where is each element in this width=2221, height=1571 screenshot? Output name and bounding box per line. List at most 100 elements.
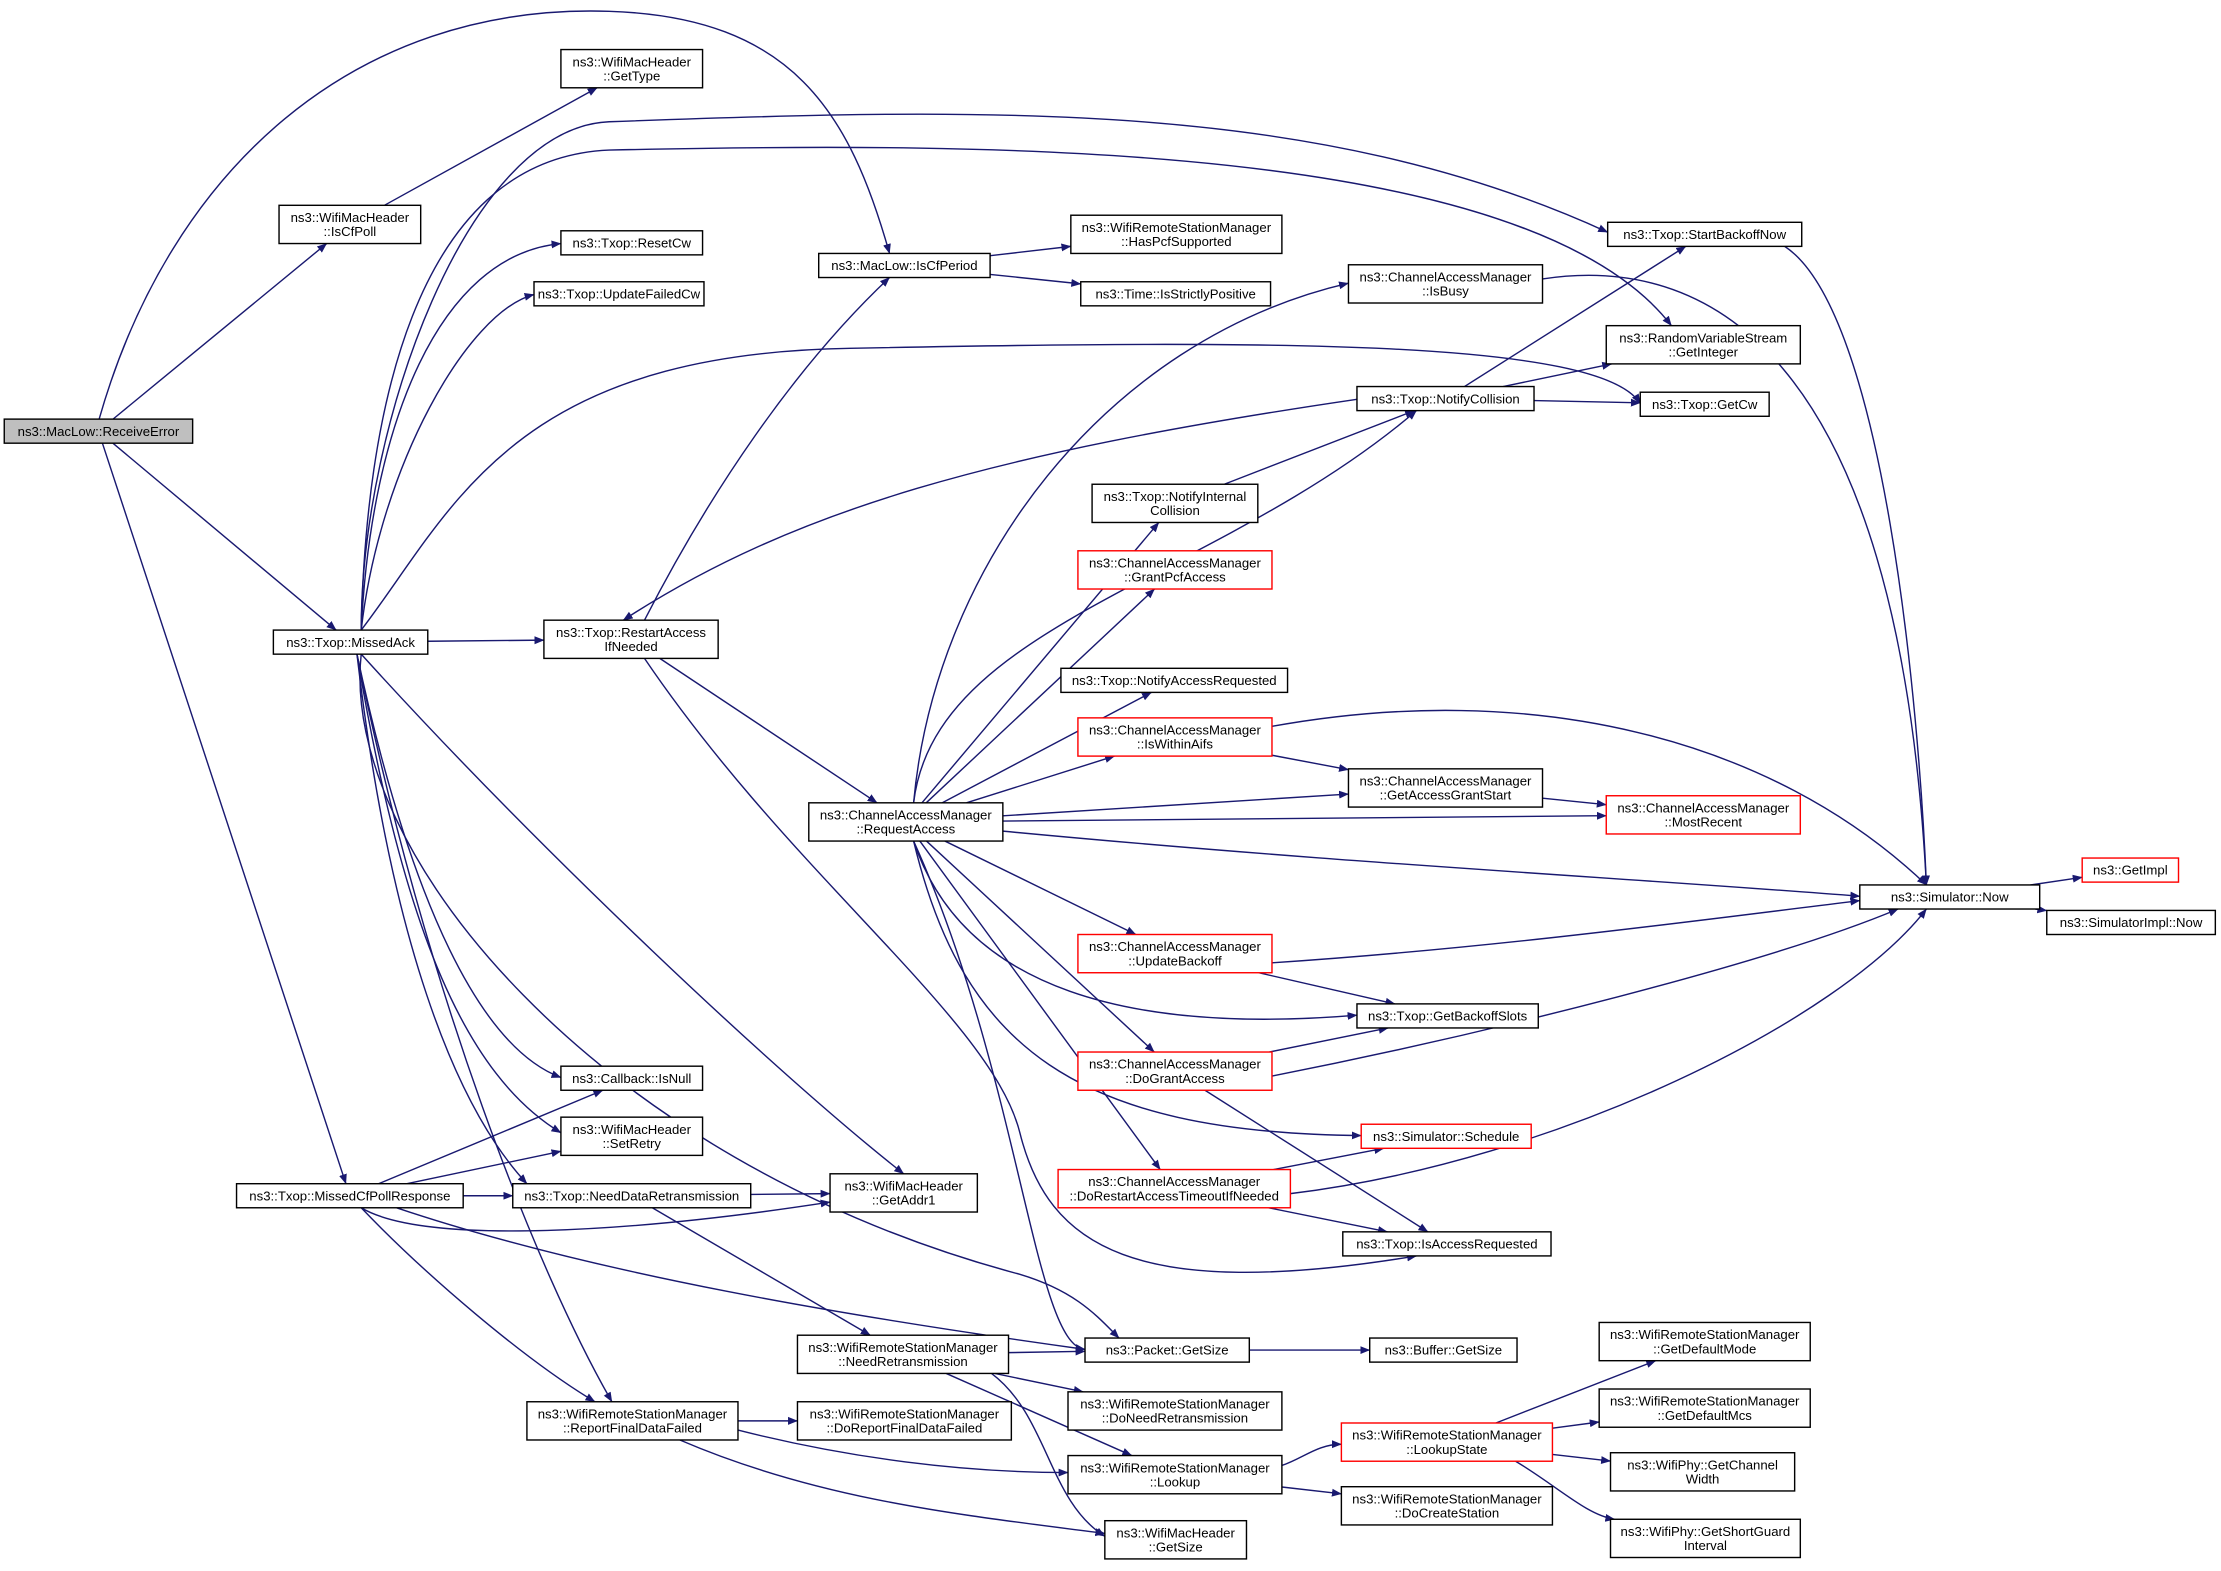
- graph-node-n46[interactable]: ns3::WifiRemoteStationManager::Lookup: [1067, 1454, 1283, 1495]
- graph-node-n19[interactable]: ns3::ChannelAccessManager::RequestAccess: [808, 802, 1004, 842]
- graph-node-n5[interactable]: ns3::MacLow::IsCfPeriod: [818, 252, 991, 279]
- node-box[interactable]: [512, 1182, 752, 1209]
- node-box[interactable]: [1347, 768, 1544, 808]
- node-box[interactable]: [2081, 857, 2180, 883]
- node-box[interactable]: [1609, 1518, 1802, 1559]
- node-box[interactable]: [1606, 221, 1803, 248]
- graph-node-n30[interactable]: ns3::Simulator::Schedule: [1360, 1123, 1532, 1150]
- graph-node-n22[interactable]: ns3::GetImpl: [2081, 857, 2180, 883]
- graph-node-n28[interactable]: ns3::Callback::IsNull: [560, 1065, 704, 1091]
- graph-node-n26[interactable]: ns3::Txop::GetBackoffSlots: [1356, 1003, 1539, 1029]
- graph-node-n32[interactable]: ns3::Txop::NeedDataRetransmission: [512, 1182, 752, 1209]
- graph-node-n15[interactable]: ns3::Txop::MissedAck: [272, 629, 429, 655]
- node-box[interactable]: [1598, 1388, 1811, 1428]
- graph-node-n18[interactable]: ns3::ChannelAccessManager::IsWithinAifs: [1077, 717, 1273, 757]
- node-box[interactable]: [1077, 550, 1273, 590]
- graph-node-n3[interactable]: ns3::Txop::ResetCw: [560, 230, 704, 256]
- node-box[interactable]: [1060, 667, 1289, 694]
- node-box[interactable]: [1070, 214, 1283, 255]
- node-box[interactable]: [1091, 483, 1259, 524]
- node-box[interactable]: [1104, 1519, 1248, 1560]
- node-box[interactable]: [1609, 1452, 1796, 1492]
- graph-node-n37[interactable]: ns3::WifiRemoteStationManager::NeedRetra…: [796, 1334, 1010, 1375]
- node-box[interactable]: [1356, 1003, 1539, 1029]
- graph-node-n7[interactable]: ns3::Time::IsStrictlyPositive: [1080, 281, 1272, 307]
- graph-node-n41[interactable]: ns3::WifiRemoteStationManager::DoNeedRet…: [1067, 1391, 1283, 1431]
- node-box[interactable]: [1605, 324, 1802, 365]
- node-box[interactable]: [526, 1401, 739, 1441]
- node-box[interactable]: [278, 204, 422, 245]
- graph-node-n17[interactable]: ns3::Txop::NotifyAccessRequested: [1060, 667, 1289, 694]
- graph-node-n0[interactable]: ns3::MacLow::ReceiveError: [3, 418, 194, 444]
- node-box[interactable]: [272, 629, 429, 655]
- node-box[interactable]: [560, 48, 704, 89]
- graph-node-n20[interactable]: ns3::ChannelAccessManager::GetAccessGran…: [1347, 768, 1544, 808]
- node-box[interactable]: [1067, 1454, 1283, 1495]
- graph-node-n31[interactable]: ns3::Txop::MissedCfPollResponse: [235, 1182, 464, 1209]
- graph-node-n38[interactable]: ns3::Packet::GetSize: [1084, 1337, 1251, 1363]
- graph-node-n47[interactable]: ns3::WifiRemoteStationManager::DoCreateS…: [1340, 1486, 1554, 1526]
- graph-node-n12[interactable]: ns3::Txop::GetCw: [1639, 391, 1770, 417]
- graph-node-n23[interactable]: ns3::Simulator::Now: [1859, 884, 2041, 910]
- node-box[interactable]: [1605, 795, 1802, 835]
- node-box[interactable]: [1356, 385, 1535, 412]
- node-box[interactable]: [1057, 1168, 1292, 1209]
- node-box[interactable]: [808, 802, 1004, 842]
- graph-node-n40[interactable]: ns3::WifiRemoteStationManager::GetDefaul…: [1598, 1388, 1811, 1428]
- node-box[interactable]: [818, 252, 991, 279]
- graph-node-n27[interactable]: ns3::ChannelAccessManager::DoGrantAccess: [1077, 1051, 1273, 1091]
- node-box[interactable]: [1080, 281, 1272, 307]
- graph-node-n24[interactable]: ns3::SimulatorImpl::Now: [2046, 909, 2217, 936]
- graph-node-n1[interactable]: ns3::WifiMacHeader::GetType: [560, 48, 704, 89]
- node-box[interactable]: [1077, 933, 1273, 974]
- node-box[interactable]: [1077, 717, 1273, 757]
- node-box[interactable]: [533, 281, 705, 307]
- graph-node-n25[interactable]: ns3::ChannelAccessManager::UpdateBackoff: [1077, 933, 1273, 974]
- node-box[interactable]: [1342, 1231, 1552, 1257]
- node-box[interactable]: [560, 1116, 704, 1157]
- node-box[interactable]: [2046, 909, 2217, 936]
- graph-node-n2[interactable]: ns3::WifiMacHeader::IsCfPoll: [278, 204, 422, 245]
- graph-node-n10[interactable]: ns3::RandomVariableStream::GetInteger: [1605, 324, 1802, 365]
- node-box[interactable]: [796, 1334, 1010, 1375]
- node-box[interactable]: [1084, 1337, 1251, 1363]
- graph-node-n44[interactable]: ns3::WifiRemoteStationManager::LookupSta…: [1340, 1422, 1554, 1462]
- graph-node-n48[interactable]: ns3::WifiMacHeader::GetSize: [1104, 1519, 1248, 1560]
- graph-node-n11[interactable]: ns3::Txop::NotifyCollision: [1356, 385, 1535, 412]
- node-box[interactable]: [1859, 884, 2041, 910]
- node-box[interactable]: [543, 619, 719, 660]
- graph-node-n14[interactable]: ns3::ChannelAccessManager::GrantPcfAcces…: [1077, 550, 1273, 590]
- node-box[interactable]: [3, 418, 194, 444]
- node-box[interactable]: [1369, 1337, 1518, 1363]
- graph-node-n43[interactable]: ns3::WifiRemoteStationManager::DoReportF…: [796, 1401, 1013, 1441]
- graph-node-n36[interactable]: ns3::WifiRemoteStationManager::GetDefaul…: [1598, 1321, 1811, 1362]
- graph-node-n39[interactable]: ns3::Buffer::GetSize: [1369, 1337, 1518, 1363]
- node-box[interactable]: [829, 1173, 979, 1213]
- graph-node-n34[interactable]: ns3::ChannelAccessManager::DoRestartAcce…: [1057, 1168, 1292, 1209]
- node-box[interactable]: [1067, 1391, 1283, 1431]
- graph-node-n8[interactable]: ns3::Txop::StartBackoffNow: [1606, 221, 1803, 248]
- node-box[interactable]: [1598, 1321, 1811, 1362]
- node-box[interactable]: [1340, 1486, 1554, 1526]
- graph-node-n6[interactable]: ns3::WifiRemoteStationManager::HasPcfSup…: [1070, 214, 1283, 255]
- node-box[interactable]: [560, 1065, 704, 1091]
- graph-node-n33[interactable]: ns3::WifiMacHeader::GetAddr1: [829, 1173, 979, 1213]
- graph-node-n29[interactable]: ns3::WifiMacHeader::SetRetry: [560, 1116, 704, 1157]
- node-box[interactable]: [560, 230, 704, 256]
- node-box[interactable]: [235, 1182, 464, 1209]
- node-box[interactable]: [1077, 1051, 1273, 1091]
- node-box[interactable]: [1639, 391, 1770, 417]
- node-box[interactable]: [1360, 1123, 1532, 1150]
- graph-node-n42[interactable]: ns3::WifiRemoteStationManager::ReportFin…: [526, 1401, 739, 1441]
- node-box[interactable]: [1340, 1422, 1554, 1462]
- node-box[interactable]: [796, 1401, 1013, 1441]
- graph-node-n21[interactable]: ns3::ChannelAccessManager::MostRecent: [1605, 795, 1802, 835]
- graph-node-n4[interactable]: ns3::Txop::UpdateFailedCw: [533, 281, 705, 307]
- node-box[interactable]: [1347, 264, 1544, 304]
- graph-node-n9[interactable]: ns3::ChannelAccessManager::IsBusy: [1347, 264, 1544, 304]
- graph-node-n35[interactable]: ns3::Txop::IsAccessRequested: [1342, 1231, 1552, 1257]
